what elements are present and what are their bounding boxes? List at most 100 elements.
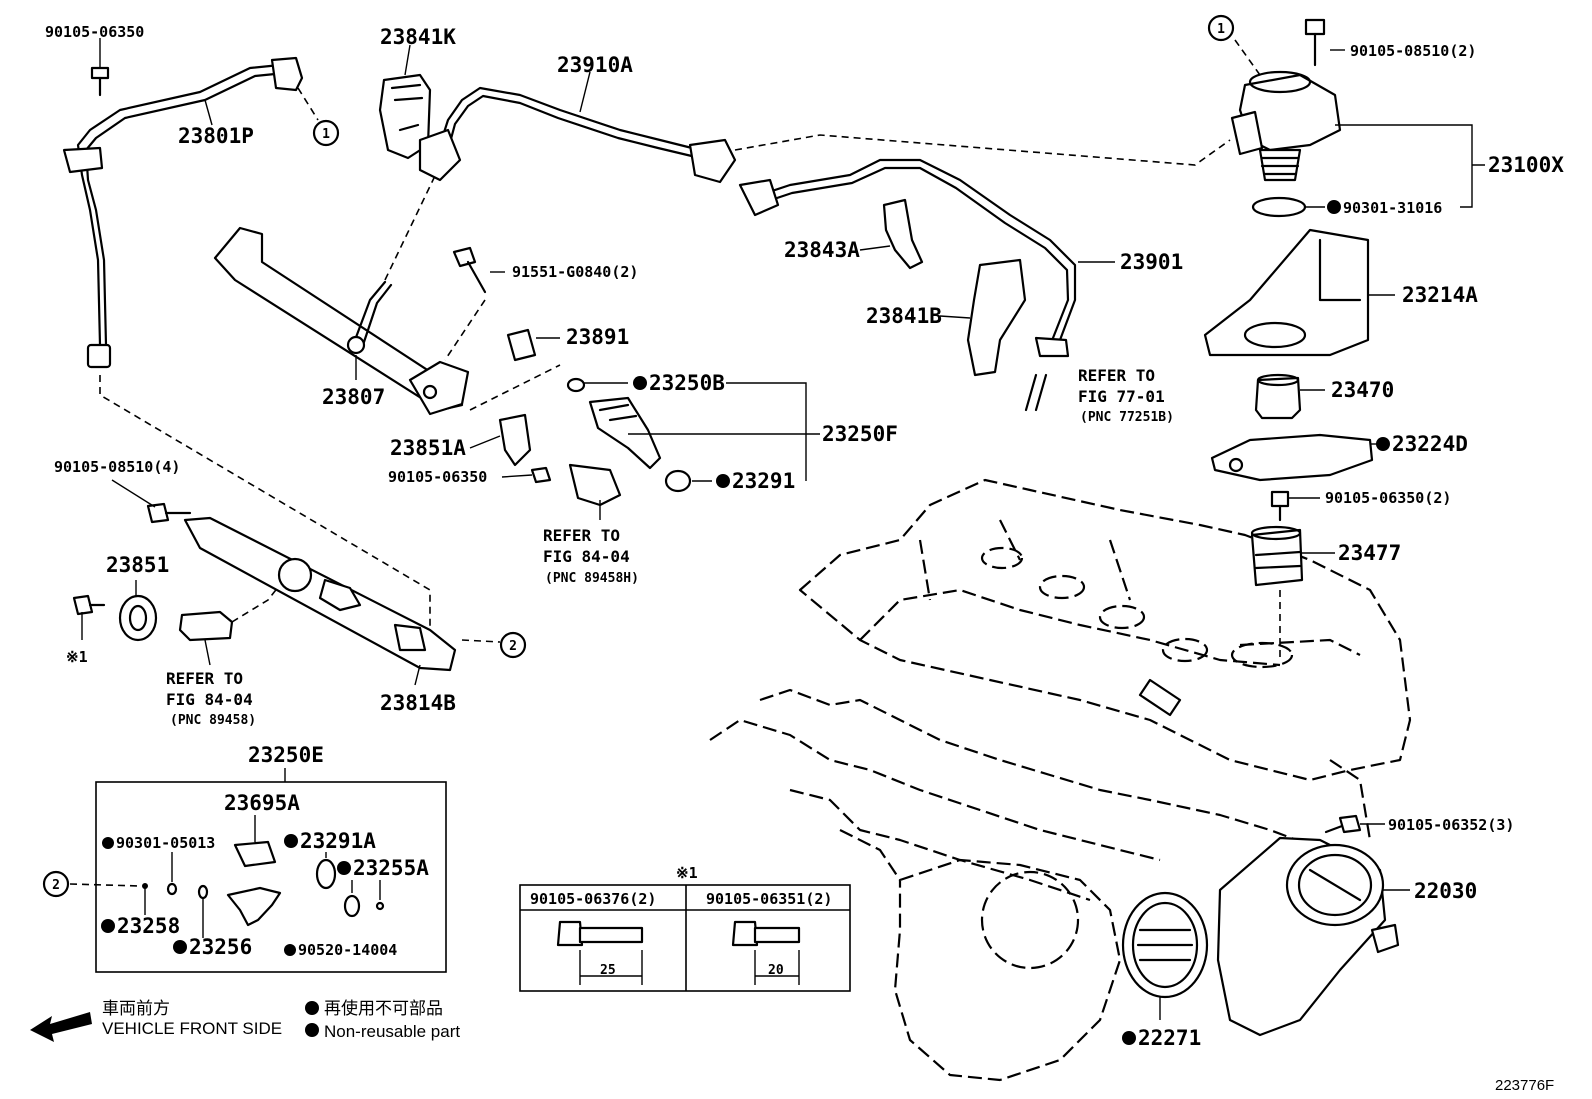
ref-84-04h-pnc: (PNC 89458H) xyxy=(545,571,639,586)
circle-ref-1-b: 1 xyxy=(1207,14,1235,42)
part-23224D-gasket xyxy=(1210,433,1374,482)
legend-nonreuse-jp: 再使用不可部品 xyxy=(324,998,443,1018)
part-23851-collar xyxy=(118,594,158,642)
nonreuse-dot-22271 xyxy=(1122,1031,1136,1045)
part-23100X-pump xyxy=(1230,70,1342,182)
label-23291: 23291 xyxy=(732,469,795,493)
label-22030: 22030 xyxy=(1414,879,1477,903)
bolt-top-left xyxy=(90,66,110,97)
bolt-table-col1-length: 25 xyxy=(600,963,616,978)
label-23470: 23470 xyxy=(1331,378,1394,402)
part-sensor-89458 xyxy=(178,610,234,642)
nonreuse-dot-23291 xyxy=(716,474,730,488)
label-23843A: 23843A xyxy=(784,238,860,262)
label-90105-06352-3: 90105-06352(3) xyxy=(1388,816,1514,834)
nonreuse-dot-23256 xyxy=(173,940,187,954)
bolt-table-bolt1 xyxy=(556,920,644,985)
circle-ref-2-b: 2 xyxy=(42,870,70,898)
label-90520-14004: 90520-14004 xyxy=(298,941,397,959)
svg-text:1: 1 xyxy=(1217,22,1225,37)
part-23891-collar xyxy=(506,328,537,362)
bolt-mid xyxy=(530,466,552,484)
nonreuse-dot-90520-14004 xyxy=(284,944,296,956)
ref-84-04-line1: REFER TO xyxy=(166,669,243,688)
label-23891: 23891 xyxy=(566,325,629,349)
part-23843A-clip xyxy=(882,198,924,270)
bolt-note1 xyxy=(72,594,106,616)
label-23910A: 23910A xyxy=(557,53,633,77)
label-90301-31016: 90301-31016 xyxy=(1343,199,1442,217)
kit-23250E-box xyxy=(95,781,447,973)
label-23851A: 23851A xyxy=(390,436,466,460)
label-23841B: 23841B xyxy=(866,304,942,328)
ref-77-01-line1: REFER TO xyxy=(1078,366,1155,385)
nonreuse-dot-23224D xyxy=(1376,437,1390,451)
kit-parts xyxy=(142,815,385,938)
label-91551-G0840-2: 91551-G0840(2) xyxy=(512,263,638,281)
dashed-leaders xyxy=(69,39,1281,887)
label-23256: 23256 xyxy=(189,935,252,959)
part-23814B-fuel-rail xyxy=(183,516,457,672)
label-23250E: 23250E xyxy=(248,743,324,767)
ref-77-01-pnc: (PNC 77251B) xyxy=(1080,410,1174,425)
circle-ref-1-a: 1 xyxy=(312,119,340,147)
svg-text:1: 1 xyxy=(322,127,330,142)
legend-front-en: VEHICLE FRONT SIDE xyxy=(102,1019,282,1038)
label-23250B: 23250B xyxy=(649,371,725,395)
bolt-table-note: ※1 xyxy=(676,864,698,882)
part-23807-fuel-rail xyxy=(213,226,470,416)
ref-84-04h-line2: FIG 84-04 xyxy=(543,547,630,566)
part-23477-lifter xyxy=(1250,525,1304,587)
part-22271-gasket xyxy=(1121,891,1209,999)
label-23250F: 23250F xyxy=(822,422,898,446)
label-22271: 22271 xyxy=(1138,1026,1201,1050)
label-23214A: 23214A xyxy=(1402,283,1478,307)
part-23841K-connector xyxy=(378,73,432,160)
label-23841K: 23841K xyxy=(380,25,456,49)
label-23258: 23258 xyxy=(117,914,180,938)
bolt-06350-2 xyxy=(1270,490,1290,522)
part-22030-throttle-body xyxy=(1216,836,1400,1037)
bolt-table xyxy=(519,884,851,992)
label-note1: ※1 xyxy=(66,648,88,666)
label-23100X: 23100X xyxy=(1488,153,1564,177)
legend-dot-icon xyxy=(305,1001,319,1015)
part-91551-bolt xyxy=(452,246,487,294)
svg-text:2: 2 xyxy=(52,878,60,893)
part-sensor-89458H xyxy=(568,463,622,507)
label-90105-08510-4: 90105-08510(4) xyxy=(54,458,180,476)
part-23250F-injector xyxy=(588,396,662,470)
front-arrow-icon xyxy=(30,1012,92,1042)
part-23214A-bracket xyxy=(1203,228,1370,357)
ref-84-04-line2: FIG 84-04 xyxy=(166,690,253,709)
part-23250B-oring xyxy=(566,377,586,393)
label-23695A: 23695A xyxy=(224,791,300,815)
nonreuse-dot-23255A xyxy=(337,861,351,875)
label-23901: 23901 xyxy=(1120,250,1183,274)
ref-84-04h-line1: REFER TO xyxy=(543,526,620,545)
label-23224D: 23224D xyxy=(1392,432,1468,456)
nonreuse-dot-23291A xyxy=(284,834,298,848)
label-90301-05013: 90301-05013 xyxy=(116,834,215,852)
bolt-table-bolt2 xyxy=(731,920,801,985)
leader-lines xyxy=(81,38,1485,1020)
part-23291-ring xyxy=(664,469,692,493)
label-23851: 23851 xyxy=(106,553,169,577)
nonreuse-dot-23250B xyxy=(633,376,647,390)
label-23291A: 23291A xyxy=(300,829,376,853)
figure-id: 223776F xyxy=(1495,1077,1554,1094)
part-23901-harness xyxy=(738,158,1077,412)
label-90105-06350-2: 90105-06350(2) xyxy=(1325,489,1451,507)
label-23477: 23477 xyxy=(1338,541,1401,565)
label-90105-06350-top: 90105-06350 xyxy=(45,23,144,41)
label-23807: 23807 xyxy=(322,385,385,409)
nonreuse-dot-90301-05013 xyxy=(102,837,114,849)
bolt-08510-4 xyxy=(146,502,192,524)
part-90301-31016-oring xyxy=(1251,196,1307,218)
label-23801P: 23801P xyxy=(178,124,254,148)
label-90105-06350-mid: 90105-06350 xyxy=(388,468,487,486)
ref-84-04-pnc: (PNC 89458) xyxy=(170,713,256,728)
part-23910A-harness xyxy=(418,86,737,184)
